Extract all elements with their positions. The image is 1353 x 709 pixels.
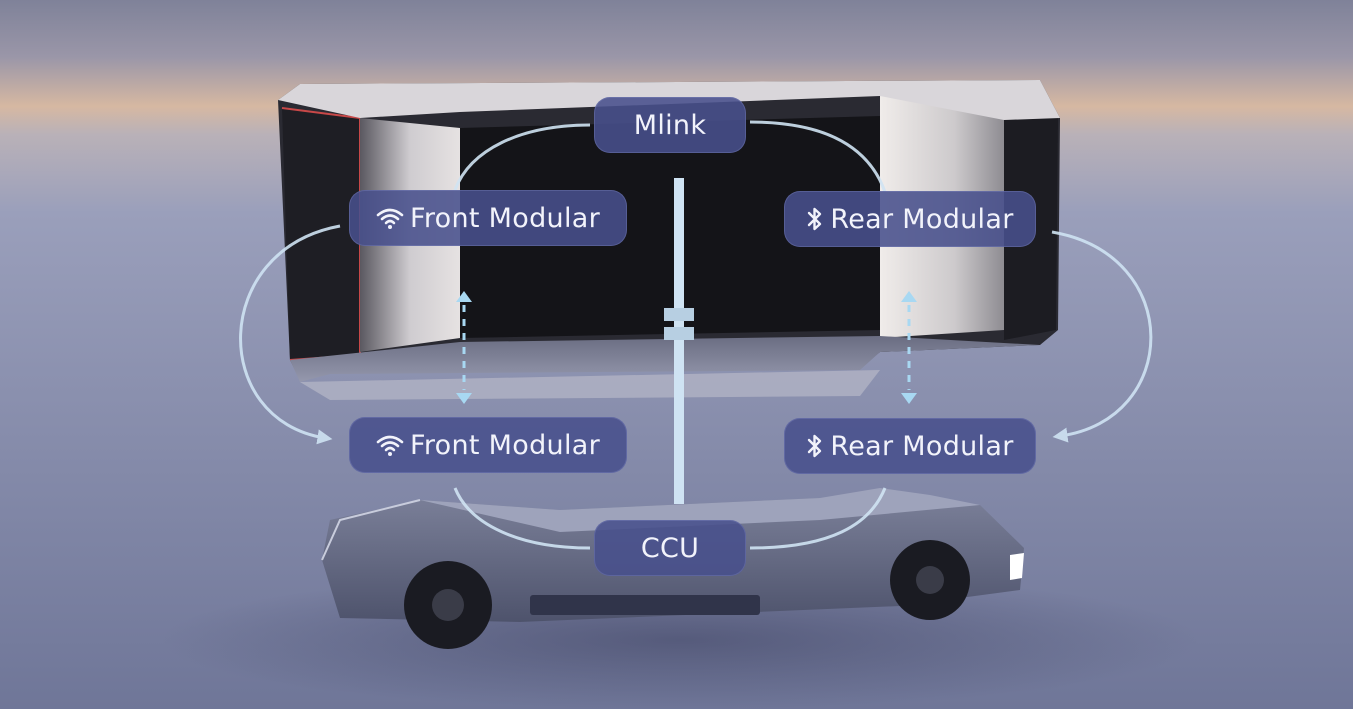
ccu-label-text: CCU — [640, 532, 700, 564]
rear-modular-upper-label: Rear Modular — [784, 191, 1036, 247]
front-modular-upper-text: Front Modular — [410, 202, 600, 234]
mlink-label: Mlink — [594, 97, 746, 153]
mlink-ccu-column — [664, 178, 694, 504]
front-modular-lower-text: Front Modular — [410, 429, 600, 461]
docking-arrowheads — [456, 291, 917, 404]
rear-modular-lower-text: Rear Modular — [830, 430, 1014, 462]
bluetooth-icon — [806, 206, 824, 232]
front-modular-upper-label: Front Modular — [349, 190, 627, 246]
docking-arrows — [462, 305, 911, 390]
bluetooth-icon — [806, 433, 824, 459]
connection-lines — [239, 120, 1153, 550]
ccu-label: CCU — [594, 520, 746, 576]
front-modular-lower-label: Front Modular — [349, 417, 627, 473]
wifi-icon — [376, 206, 404, 230]
rear-modular-upper-text: Rear Modular — [830, 203, 1014, 235]
wifi-icon — [376, 433, 404, 457]
rear-modular-lower-label: Rear Modular — [784, 418, 1036, 474]
mlink-label-text: Mlink — [633, 109, 707, 141]
